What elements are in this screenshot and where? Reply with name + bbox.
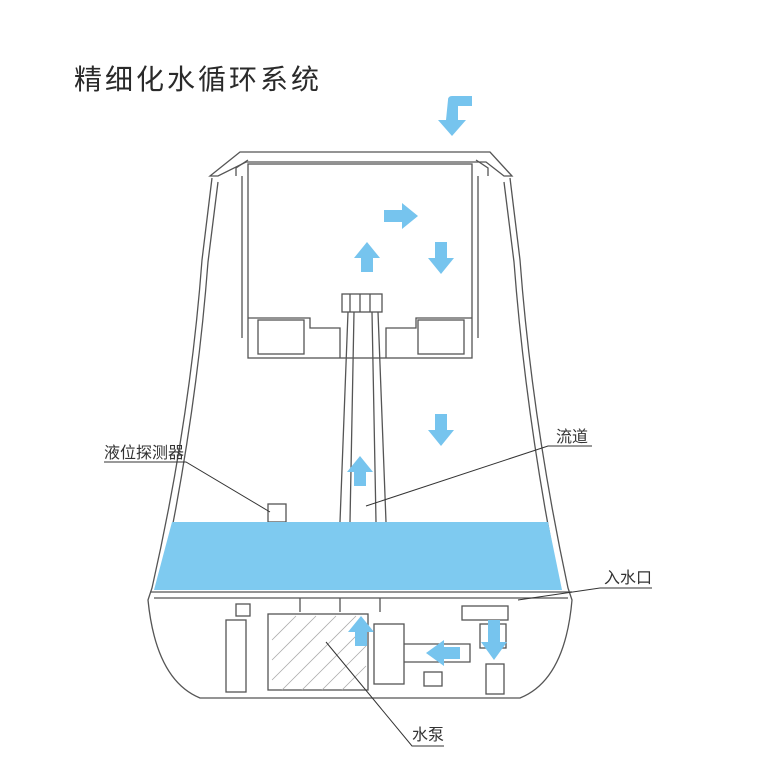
- channel-label: 流道: [556, 427, 588, 446]
- channel-column: [339, 311, 387, 523]
- arrow-pump-up: [348, 616, 374, 646]
- arrow-base-left: [426, 640, 460, 666]
- body-outline: [147, 177, 573, 699]
- upper-tank: [247, 163, 473, 359]
- level-sensor: [267, 503, 287, 523]
- pump-label: 水泵: [412, 725, 444, 744]
- arrow-tank-down: [428, 242, 454, 274]
- arrow-column-up: [347, 456, 373, 486]
- channel-leader: [365, 445, 592, 507]
- lid: [208, 151, 514, 177]
- inlet-label: 入水口: [604, 568, 652, 587]
- arrow-tank-right: [384, 203, 418, 229]
- arrow-tank-up: [354, 242, 380, 272]
- diagram-title: 精细化水循环系统: [74, 63, 323, 96]
- arrow-mid-down: [428, 414, 454, 446]
- inlet-leader: [517, 587, 652, 601]
- pump-body: [267, 613, 369, 691]
- level-sensor-label: 液位探测器: [104, 443, 184, 462]
- arrow-inlet-down: [481, 620, 507, 660]
- level-sensor-leader: [104, 461, 271, 513]
- water-reservoir: [154, 522, 562, 590]
- pump-leader: [325, 641, 444, 747]
- nozzle: [341, 293, 383, 313]
- arrow-top-inlet: [438, 96, 472, 136]
